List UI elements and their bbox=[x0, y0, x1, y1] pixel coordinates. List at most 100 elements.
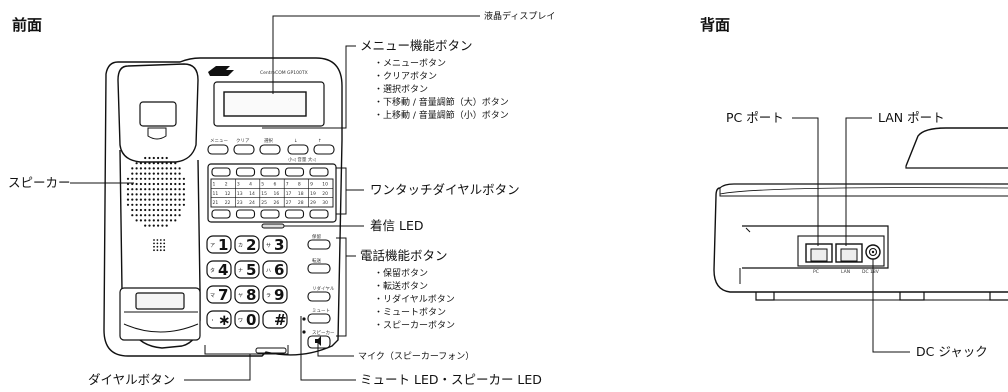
onetouch-button[interactable] bbox=[235, 167, 256, 177]
callout-mute-led: ミュート LED・スピーカー LED bbox=[360, 372, 542, 387]
onetouch-top-row bbox=[211, 167, 329, 177]
foot-mid bbox=[899, 292, 925, 301]
onetouch-cell-label: 21 bbox=[213, 200, 219, 206]
onetouch-cell-label: 29 bbox=[310, 200, 316, 206]
menu-item-2: ・選択ボタン bbox=[374, 83, 428, 95]
dial-key-sub-label: ア bbox=[210, 243, 215, 249]
softkey-row: メニュー クリア 選択 ↓ ↑ 小◁ 音量 大◁ bbox=[207, 137, 335, 163]
onetouch-button[interactable] bbox=[211, 209, 231, 219]
softkey-label-menu: メニュー bbox=[210, 138, 228, 144]
onetouch-cell-label: 8 bbox=[298, 182, 301, 188]
dial-key-#[interactable]: # bbox=[262, 310, 288, 329]
back-section-title: 背面 bbox=[700, 16, 730, 34]
function-key-button[interactable] bbox=[307, 291, 331, 302]
onetouch-button[interactable] bbox=[284, 209, 305, 219]
up-volume-button[interactable] bbox=[313, 144, 335, 155]
onetouch-cell-label: 9 bbox=[310, 182, 313, 188]
callout-menu-buttons: メニュー機能ボタン bbox=[360, 38, 473, 53]
onetouch-button[interactable] bbox=[260, 167, 280, 177]
onetouch-button[interactable] bbox=[284, 167, 305, 177]
port-label-pc: PC bbox=[813, 269, 819, 275]
dial-key-sub-label: ハ bbox=[266, 268, 271, 274]
dial-key-sub-label: ラ bbox=[266, 293, 271, 299]
front-section-title: 前面 bbox=[12, 16, 42, 34]
onetouch-cell-label: 15 bbox=[261, 191, 267, 197]
onetouch-button[interactable] bbox=[235, 209, 256, 219]
onetouch-cell-label: 30 bbox=[322, 200, 328, 206]
foot-left bbox=[755, 292, 775, 301]
dial-key-sub-label: ナ bbox=[238, 268, 243, 274]
lcd-bezel bbox=[213, 81, 325, 127]
callout-mic: マイク（スピーカーフォン） bbox=[358, 351, 474, 362]
function-key-button[interactable] bbox=[307, 263, 331, 274]
onetouch-cell-label: 18 bbox=[298, 191, 304, 197]
onetouch-cell-label: 1 bbox=[213, 182, 216, 188]
speaker-led bbox=[302, 330, 306, 334]
port-label-lan: LAN bbox=[841, 269, 850, 275]
function-key-label: リダイヤル bbox=[312, 285, 335, 292]
handset-top bbox=[117, 63, 199, 163]
callout-speaker: スピーカー bbox=[8, 175, 71, 190]
onetouch-button[interactable] bbox=[309, 167, 329, 177]
function-key-label: 転送 bbox=[312, 257, 321, 264]
menu-button[interactable] bbox=[207, 144, 229, 155]
dial-key-number: 4 bbox=[218, 261, 228, 279]
lcd-display bbox=[223, 91, 307, 117]
onetouch-label-frame bbox=[210, 178, 334, 208]
clear-button[interactable] bbox=[233, 144, 255, 155]
dial-key-sub-label: カ bbox=[238, 243, 243, 249]
onetouch-cell-label: 17 bbox=[286, 191, 292, 197]
port-label-dc: DC 18V bbox=[862, 269, 880, 275]
dial-key-number: # bbox=[274, 311, 287, 329]
handset-earpiece bbox=[139, 101, 177, 127]
function-key-button[interactable] bbox=[307, 239, 331, 250]
down-volume-button[interactable] bbox=[287, 144, 309, 155]
onetouch-bottom-row bbox=[211, 209, 329, 219]
softkey-label-clear: クリア bbox=[236, 138, 250, 144]
microphone-grille bbox=[153, 239, 166, 252]
callout-lan-port: LAN ポート bbox=[878, 110, 945, 125]
model-label: CentreCOM GP100TX bbox=[260, 70, 308, 76]
select-button[interactable] bbox=[259, 144, 281, 155]
onetouch-button[interactable] bbox=[309, 209, 329, 219]
dial-key-number: 8 bbox=[246, 286, 256, 304]
mute-led bbox=[302, 317, 306, 321]
function-key-button[interactable] bbox=[307, 313, 331, 324]
dial-key-number: 7 bbox=[218, 286, 228, 304]
phone-item-1: ・転送ボタン bbox=[374, 280, 428, 292]
port-frame bbox=[797, 235, 885, 267]
function-key-label: スピーカー bbox=[312, 330, 335, 336]
dial-key-sub-label: サ bbox=[266, 243, 271, 249]
dial-key-sub-label: ワ bbox=[238, 318, 243, 324]
back-handset-top bbox=[905, 127, 1008, 167]
onetouch-cell-label: 11 bbox=[213, 191, 219, 197]
onetouch-button[interactable] bbox=[211, 167, 231, 177]
menu-item-0: ・メニューボタン bbox=[374, 58, 446, 69]
onetouch-cell-label: 20 bbox=[322, 191, 328, 197]
onetouch-button[interactable] bbox=[260, 209, 280, 219]
connector-bay bbox=[742, 225, 889, 269]
menu-item-1: ・クリアボタン bbox=[374, 71, 437, 82]
callout-dial-buttons: ダイヤルボタン bbox=[88, 372, 175, 387]
dial-key-∗[interactable]: ・∗ bbox=[206, 310, 232, 329]
onetouch-cell-label: 25 bbox=[261, 200, 267, 206]
onetouch-cell-label: 7 bbox=[286, 182, 289, 188]
back-callouts: PC ポート LAN ポート DC ジャック bbox=[726, 110, 988, 359]
onetouch-cell-label: 14 bbox=[249, 191, 255, 197]
function-key-label: ミュート bbox=[312, 309, 330, 314]
onetouch-cell-label: 3 bbox=[237, 182, 240, 188]
